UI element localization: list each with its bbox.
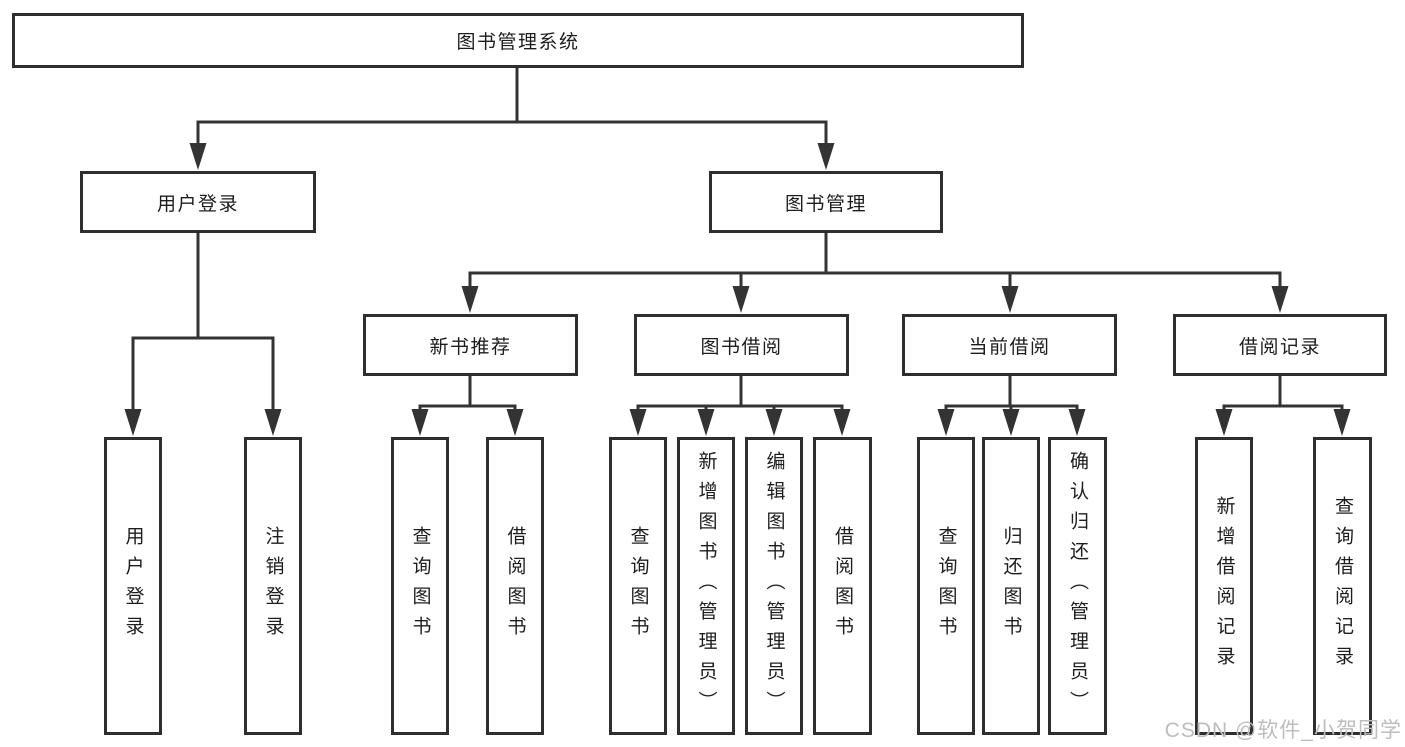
arrow-icon	[1002, 409, 1020, 436]
node-user-login-label: 用户登录	[156, 193, 239, 215]
leaf-borrow-books-recommend-label: 借阅图书	[504, 526, 526, 646]
arrow-icon	[765, 409, 783, 436]
leaf-query-books-recommend-label: 查询图书	[409, 526, 431, 646]
arrow-icon	[189, 143, 207, 170]
arrow-icon	[124, 409, 142, 436]
leaf-add-books-admin-label: 新增图书（管理员）	[695, 451, 717, 721]
leaf-query-borrow-record-label: 查询借阅记录	[1332, 496, 1353, 676]
leaf-add-books-admin: 新增图书（管理员）	[677, 437, 735, 735]
leaf-logout-label: 注销登录	[262, 526, 284, 646]
arrow-icon	[1215, 409, 1233, 436]
leaf-add-borrow-record-label: 新增借阅记录	[1213, 496, 1235, 676]
leaf-query-books-current: 查询图书	[917, 437, 975, 735]
leaf-borrow-books-recommend: 借阅图书	[486, 437, 544, 735]
arrowheads	[124, 143, 1351, 436]
arrow-icon	[1068, 409, 1086, 436]
leaf-confirm-return-admin: 确认归还（管理员）	[1048, 437, 1107, 735]
leaf-query-books-borrowing-label: 查询图书	[627, 526, 649, 646]
leaf-user-login-label: 用户登录	[122, 526, 144, 646]
node-book-management: 图书管理	[709, 171, 943, 233]
leaf-edit-books-admin: 编辑图书（管理员）	[745, 437, 803, 735]
arrow-icon	[817, 143, 835, 170]
arrow-icon	[264, 409, 282, 436]
arrow-icon	[461, 286, 479, 313]
node-borrow-records: 借阅记录	[1173, 314, 1387, 376]
leaf-confirm-return-admin-label: 确认归还（管理员）	[1067, 451, 1088, 721]
leaf-query-books-current-label: 查询图书	[935, 526, 957, 646]
csdn-watermark: CSDN @软件_小贺同学	[1164, 719, 1402, 742]
arrow-icon	[411, 409, 429, 436]
arrow-icon	[1001, 286, 1019, 313]
leaf-logout: 注销登录	[244, 437, 302, 735]
arrow-icon	[506, 409, 524, 436]
node-root-label: 图书管理系统	[456, 32, 580, 53]
leaf-borrow-books: 借阅图书	[813, 437, 872, 735]
leaf-user-login: 用户登录	[104, 437, 162, 735]
node-book-borrowing: 图书借阅	[634, 314, 849, 376]
node-user-login: 用户登录	[80, 171, 316, 233]
node-root: 图书管理系统	[12, 13, 1024, 68]
node-book-borrowing-label: 图书借阅	[700, 336, 783, 358]
node-current-borrowing: 当前借阅	[902, 314, 1117, 376]
arrow-icon	[937, 409, 955, 436]
arrow-icon	[1333, 409, 1351, 436]
arrow-icon	[697, 409, 715, 436]
leaf-borrow-books-label: 借阅图书	[832, 526, 853, 646]
node-new-book-recommend: 新书推荐	[363, 314, 578, 376]
leaf-add-borrow-record: 新增借阅记录	[1195, 437, 1253, 735]
leaf-edit-books-admin-label: 编辑图书（管理员）	[763, 451, 785, 721]
leaf-return-books-label: 归还图书	[1000, 526, 1022, 646]
leaf-query-books-recommend: 查询图书	[391, 437, 449, 735]
arrow-icon	[732, 286, 750, 313]
arrow-icon	[1271, 286, 1289, 313]
leaf-query-borrow-record: 查询借阅记录	[1313, 437, 1372, 735]
arrow-icon	[833, 409, 851, 436]
leaf-return-books: 归还图书	[982, 437, 1040, 735]
node-new-book-recommend-label: 新书推荐	[429, 336, 512, 358]
arrow-icon	[629, 409, 647, 436]
node-book-management-label: 图书管理	[784, 193, 867, 215]
leaf-query-books-borrowing: 查询图书	[609, 437, 667, 735]
node-borrow-records-label: 借阅记录	[1238, 336, 1321, 358]
node-current-borrowing-label: 当前借阅	[968, 336, 1051, 358]
